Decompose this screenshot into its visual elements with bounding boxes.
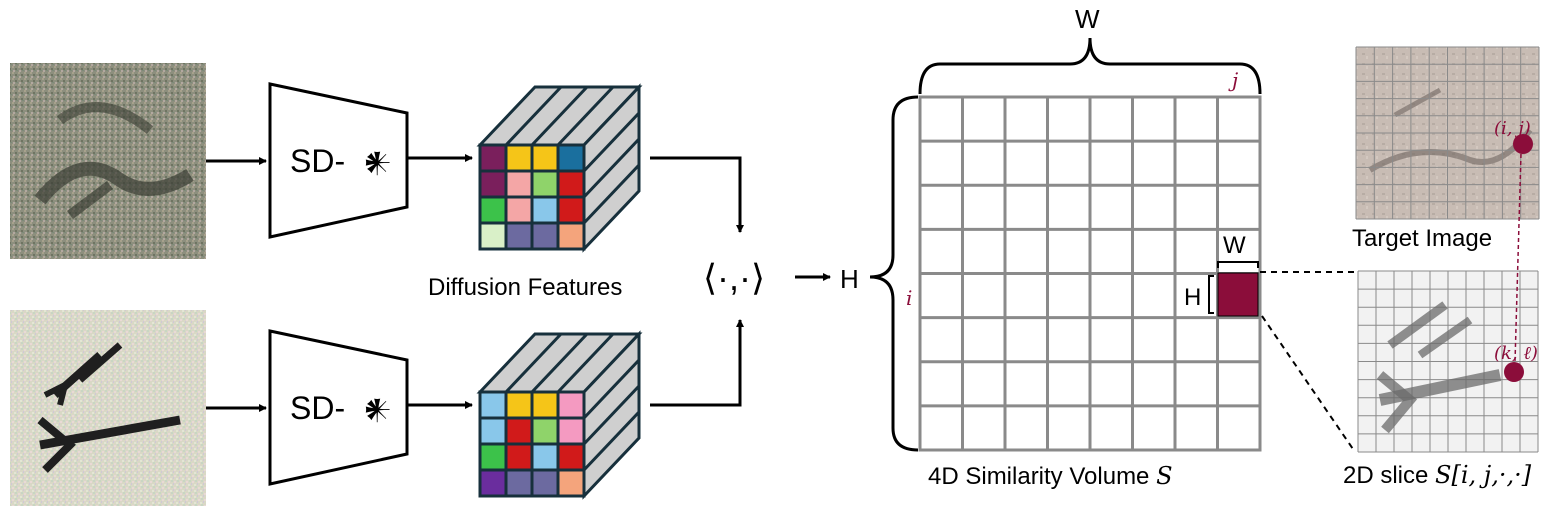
feature-cube-bottom-top-stripe [556, 332, 615, 394]
feature-cube-top-cell [530, 143, 560, 173]
feature-cube-top-cell [530, 169, 560, 199]
target-image-label: Target Image [1352, 225, 1492, 252]
encoder-top-glyph: 𒀭 [363, 147, 392, 178]
feature-cube-top-cell [504, 221, 534, 251]
feature-cube-top-cell [530, 221, 560, 251]
encoder-top-label: SD- [290, 143, 345, 179]
feature-cube-bottom-cell [478, 390, 508, 420]
feature-cube-bottom-cell [556, 390, 586, 420]
volume-height-label: H [840, 264, 859, 294]
feature-cube-bottom-cell [504, 468, 534, 498]
index-i-label: i [906, 286, 912, 310]
highlighted-cell [1217, 272, 1259, 317]
feature-cube-bottom-cell [504, 416, 534, 446]
feature-cube-top-cell [556, 195, 586, 225]
feature-cube-bottom-cell [478, 416, 508, 446]
feature-cube-top-cell [530, 195, 560, 225]
feature-cube-bottom-cell [530, 390, 560, 420]
cell-width-label: W [1223, 232, 1246, 259]
cell-width-bracket [1217, 261, 1259, 268]
target-point-marker [1513, 134, 1533, 154]
arrow-features-top-to-product [650, 156, 744, 233]
feature-cube-bottom-cell [478, 442, 508, 472]
feature-cube-top-cell [504, 195, 534, 225]
feature-cube-top-cell [478, 143, 508, 173]
slice-point-label: (k, ℓ) [1494, 343, 1538, 364]
feature-cube-top-side-stripe [582, 163, 641, 225]
feature-cube-bottom-side-stripe [582, 410, 641, 472]
volume-width-label: W [1075, 4, 1100, 34]
feature-cube-bottom-top-stripe [504, 332, 563, 394]
feature-cube-top-cell [504, 143, 534, 173]
inner-product-symbol: ⟨·,·⟩ [703, 257, 765, 298]
target-image [1355, 46, 1540, 220]
feature-cube-top-side-stripe [582, 137, 641, 199]
feature-cube-bottom-cell [530, 468, 560, 498]
feature-cube-bottom-side-stripe [582, 358, 641, 420]
encoder-bottom-glyph: 𒀭 [363, 394, 392, 425]
feature-cube-bottom-cell [556, 468, 586, 498]
width-brace [918, 37, 1262, 95]
height-brace [869, 95, 919, 452]
feature-cube-bottom-cell [478, 468, 508, 498]
target-image-grid [1355, 46, 1540, 220]
index-j-label: j [1228, 68, 1238, 92]
encoder-top: SD- 𒀭 [268, 82, 409, 239]
feature-cube-top-cell [556, 221, 586, 251]
feature-cube-bottom-cell [530, 416, 560, 446]
feature-cube-top-cell [556, 169, 586, 199]
target-point-label: (i, j) [1494, 118, 1531, 139]
diffusion-features-label: Diffusion Features [428, 274, 622, 301]
feature-cube-bottom-cell [556, 442, 586, 472]
slice-caption: 2D slice S[i, j,·,·] [1343, 461, 1532, 489]
feature-cube-top-top-stripe [556, 85, 615, 147]
feature-cube-top-cell [504, 169, 534, 199]
feature-cube-top-cell [556, 143, 586, 173]
feature-cube-bottom-cell [504, 442, 534, 472]
feature-cube-top-cell [478, 169, 508, 199]
feature-cube-top [476, 83, 643, 253]
feature-cube-top-top-stripe [504, 85, 563, 147]
noisy-query-image [10, 63, 206, 259]
slice-image-grid [1357, 270, 1539, 453]
dashed-connector-bottom [1261, 315, 1356, 453]
feature-cube-top-top-stripe [530, 85, 589, 147]
similarity-volume-grid [918, 95, 1262, 452]
slice-point-marker [1504, 362, 1524, 382]
slice-image [1357, 270, 1539, 453]
feature-cube-bottom-top-stripe [530, 332, 589, 394]
feature-cube-bottom-cell [556, 416, 586, 446]
feature-cube-top-cell [478, 195, 508, 225]
noisy-reference-image [10, 310, 206, 506]
encoder-bottom-label: SD- [290, 390, 345, 426]
feature-cube-bottom-side-stripe [582, 384, 641, 446]
feature-cube-bottom-cell [530, 442, 560, 472]
cell-height-bracket [1208, 275, 1214, 314]
feature-cube-bottom [476, 330, 643, 500]
encoder-bottom: SD- 𒀭 [268, 329, 409, 486]
feature-cube-bottom-cell [504, 390, 534, 420]
volume-caption: 4D Similarity Volume S [928, 462, 1173, 490]
cell-height-label: H [1184, 284, 1201, 311]
feature-cube-top-cell [478, 221, 508, 251]
feature-cube-top-side-stripe [582, 111, 641, 173]
arrow-features-bottom-to-product [650, 319, 744, 407]
